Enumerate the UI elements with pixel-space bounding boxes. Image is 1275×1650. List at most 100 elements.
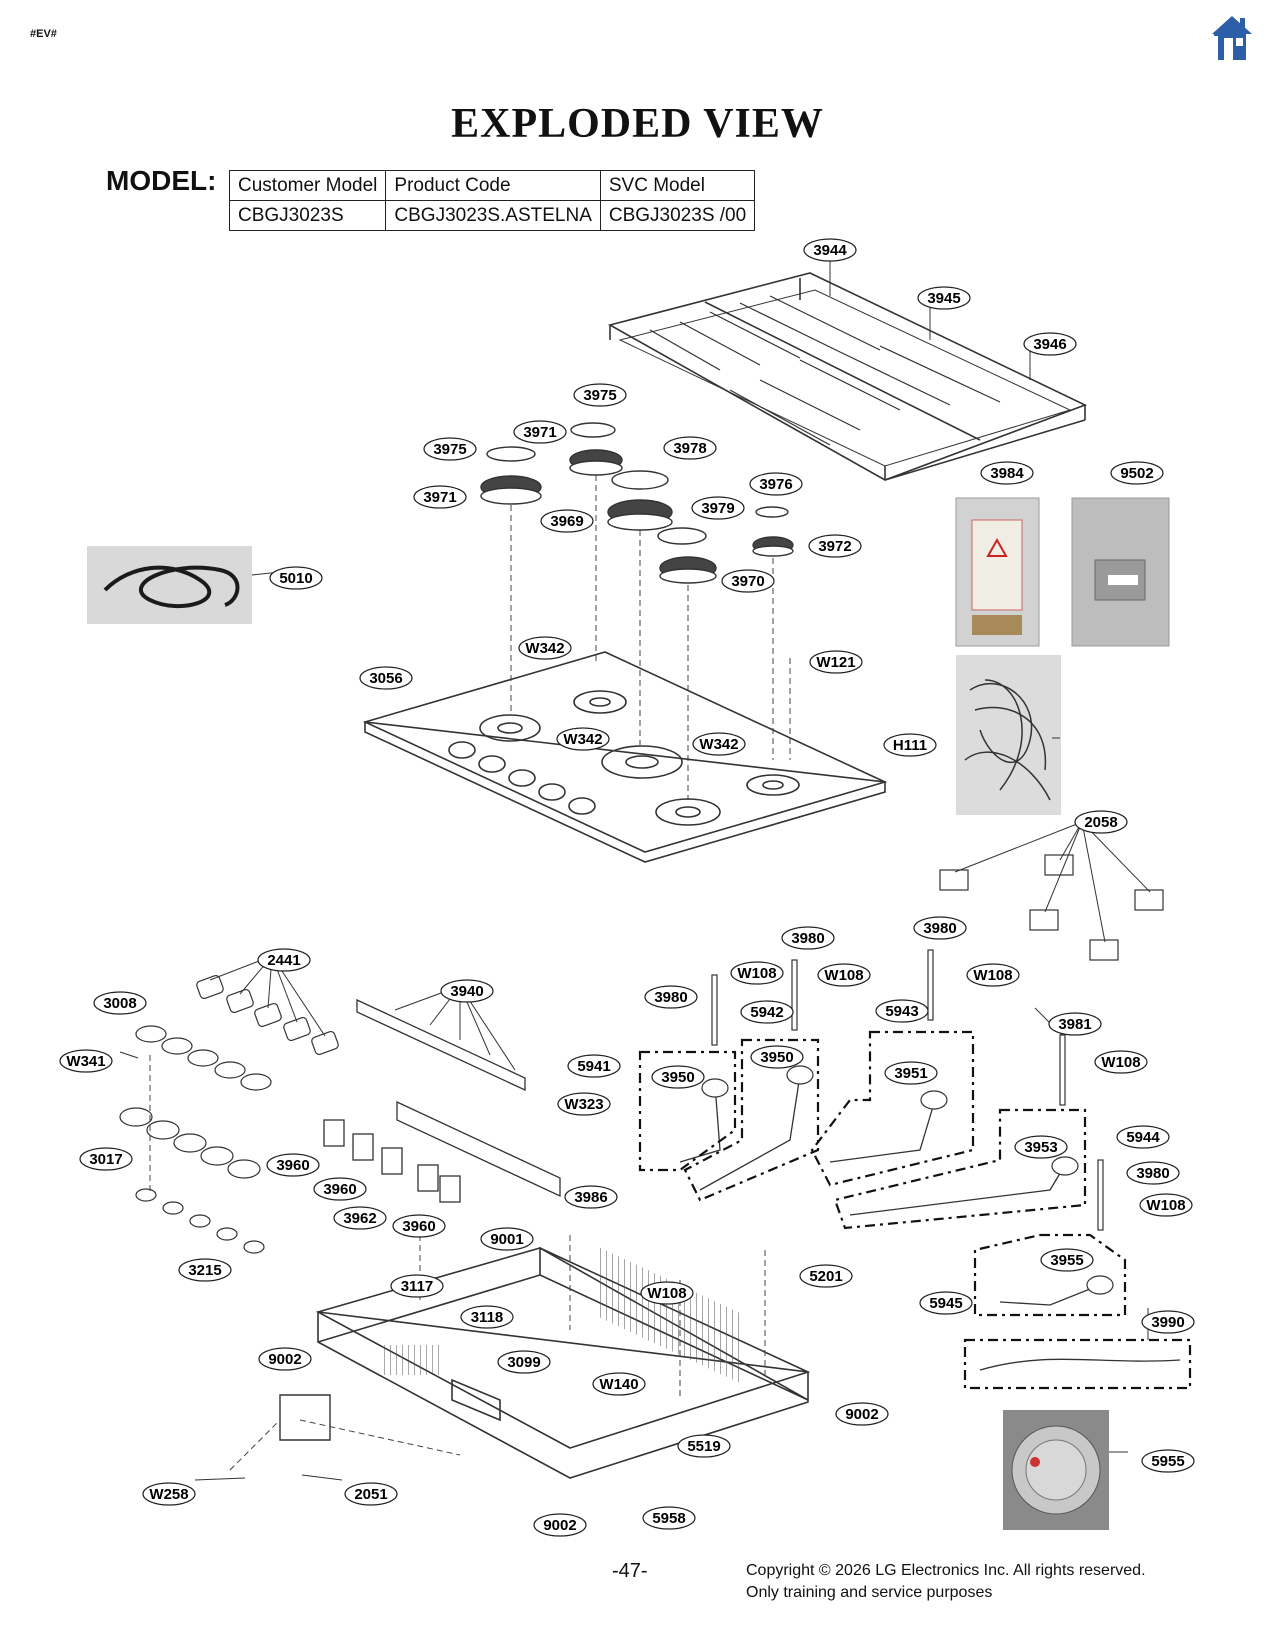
callout-2058: 2058 xyxy=(1074,810,1128,834)
callout-bubble xyxy=(644,985,698,1009)
callout-bubble xyxy=(513,420,567,444)
callout-labels: 3944394539463975397539713971397839763979… xyxy=(59,238,1195,1537)
callout-bubble xyxy=(808,534,862,558)
callout-label: 5942 xyxy=(750,1004,783,1021)
callout-label: 3979 xyxy=(701,500,734,517)
callout-label: 3940 xyxy=(450,983,483,1000)
callout-label: W342 xyxy=(525,640,564,657)
home-icon[interactable] xyxy=(1210,14,1254,62)
callout-bubble xyxy=(344,1482,398,1506)
callout-3117: 3117 xyxy=(390,1274,444,1298)
tube-group-boxes xyxy=(638,1030,1192,1390)
callout-3953: 3953 xyxy=(1014,1135,1068,1159)
leader-lines xyxy=(119,256,1151,1481)
callout-bubble xyxy=(1126,1161,1180,1185)
callout-W108e: W108 xyxy=(1139,1193,1193,1217)
callout-bubble xyxy=(730,961,784,985)
callout-3950b: 3950 xyxy=(750,1045,804,1069)
callout-label: 3099 xyxy=(507,1354,540,1371)
callout-label: 5955 xyxy=(1151,1453,1184,1470)
callout-bubble xyxy=(557,1092,611,1116)
callout-W108d: W108 xyxy=(1094,1050,1148,1074)
callout-bubble xyxy=(803,238,857,262)
callout-bubble xyxy=(1074,810,1128,834)
callout-label: 5958 xyxy=(652,1510,685,1527)
callout-3984: 3984 xyxy=(980,461,1034,485)
callout-bubble xyxy=(573,383,627,407)
callout-9502: 9502 xyxy=(1110,461,1164,485)
callout-label: 3950 xyxy=(760,1049,793,1066)
callout-bubble xyxy=(533,1513,587,1537)
callout-bubble xyxy=(258,1347,312,1371)
callout-3980b: 3980 xyxy=(913,916,967,940)
callout-bubble xyxy=(919,1291,973,1315)
callout-label: 2058 xyxy=(1084,814,1117,831)
callout-label: 3972 xyxy=(818,538,851,555)
cell-svc-model: CBGJ3023S /00 xyxy=(599,200,756,231)
callout-3951: 3951 xyxy=(884,1061,938,1085)
cell-customer-model: CBGJ3023S xyxy=(228,200,387,231)
callout-label: 3008 xyxy=(103,995,136,1012)
callout-bubble xyxy=(917,286,971,310)
callout-bubble xyxy=(817,963,871,987)
callout-label: 3951 xyxy=(894,1065,927,1082)
callout-label: W258 xyxy=(149,1486,188,1503)
callout-label: 9001 xyxy=(490,1231,523,1248)
callout-bubble xyxy=(692,732,746,756)
callout-label: 2441 xyxy=(267,952,300,969)
callout-label: 5519 xyxy=(687,1438,720,1455)
callout-3950a: 3950 xyxy=(651,1065,705,1089)
callout-bubble xyxy=(677,1434,731,1458)
callout-bubble xyxy=(592,1372,646,1396)
col-customer-model: Customer Model xyxy=(228,170,387,201)
callout-label: 5941 xyxy=(577,1058,610,1075)
callout-bubble xyxy=(642,1506,696,1530)
callout-label: W108 xyxy=(824,967,863,984)
callout-label: 3981 xyxy=(1058,1016,1091,1033)
callout-bubble xyxy=(651,1065,705,1089)
callout-label: W108 xyxy=(1101,1054,1140,1071)
power-cord-photo xyxy=(87,546,252,624)
cell-product-code: CBGJ3023S.ASTELNA xyxy=(385,200,601,231)
callout-bubble xyxy=(567,1054,621,1078)
callout-bubble xyxy=(913,916,967,940)
callout-bubble xyxy=(1040,1248,1094,1272)
callout-5955: 5955 xyxy=(1141,1449,1195,1473)
callout-label: 3117 xyxy=(401,1278,434,1295)
callout-W108c: W108 xyxy=(966,963,1020,987)
callout-bubble xyxy=(1110,461,1164,485)
callout-bubble xyxy=(480,1227,534,1251)
callout-bubble xyxy=(390,1274,444,1298)
callout-W342b: W342 xyxy=(556,727,610,751)
callout-3971b: 3971 xyxy=(413,485,467,509)
callout-label: 3950 xyxy=(661,1069,694,1086)
callout-bubble xyxy=(1141,1449,1195,1473)
callout-label: 3017 xyxy=(89,1151,122,1168)
callout-bubble xyxy=(518,636,572,660)
callout-bubble xyxy=(781,926,835,950)
callout-bubble xyxy=(564,1185,618,1209)
callout-bubble xyxy=(269,566,323,590)
callout-bubble xyxy=(835,1402,889,1426)
callout-bubble xyxy=(1014,1135,1068,1159)
callout-bubble xyxy=(883,733,937,757)
callout-2441: 2441 xyxy=(257,948,311,972)
callout-5943: 5943 xyxy=(875,999,929,1023)
callout-5945: 5945 xyxy=(919,1291,973,1315)
callout-bubble xyxy=(1094,1050,1148,1074)
callout-label: W342 xyxy=(699,736,738,753)
callout-bubble xyxy=(59,1049,113,1073)
callout-label: 3986 xyxy=(574,1189,607,1206)
callout-bubble xyxy=(1139,1193,1193,1217)
knobs-drawing xyxy=(196,974,339,1056)
callout-label: W323 xyxy=(564,1096,603,1113)
callout-label: 3976 xyxy=(759,476,792,493)
callout-label: 9002 xyxy=(268,1351,301,1368)
callout-5201: 5201 xyxy=(799,1264,853,1288)
purpose-text: Only training and service purposes xyxy=(746,1584,993,1601)
callout-bubble xyxy=(966,963,1020,987)
callout-bubble xyxy=(257,948,311,972)
grate-drawing xyxy=(607,272,1088,481)
copyright-text: Copyright © 2026 LG Electronics Inc. All… xyxy=(746,1562,1146,1579)
